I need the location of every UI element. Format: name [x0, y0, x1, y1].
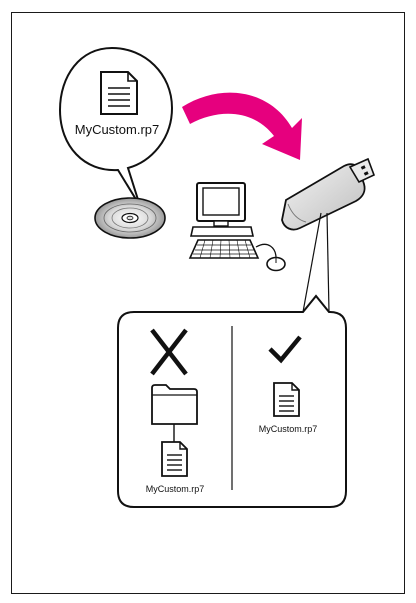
cd-disc-icon: [95, 198, 165, 238]
folder-icon: [152, 385, 197, 424]
document-icon: [274, 383, 299, 416]
document-icon: [162, 442, 187, 476]
computer-icon: [190, 183, 285, 271]
wrong-filename-label: MyCustom.rp7: [146, 484, 205, 494]
transfer-arrow-icon: [182, 93, 302, 160]
usb-drive-icon: [282, 159, 374, 230]
correct-filename-label: MyCustom.rp7: [259, 424, 318, 434]
bubble-filename-label: MyCustom.rp7: [75, 122, 160, 137]
document-icon: [101, 72, 137, 114]
